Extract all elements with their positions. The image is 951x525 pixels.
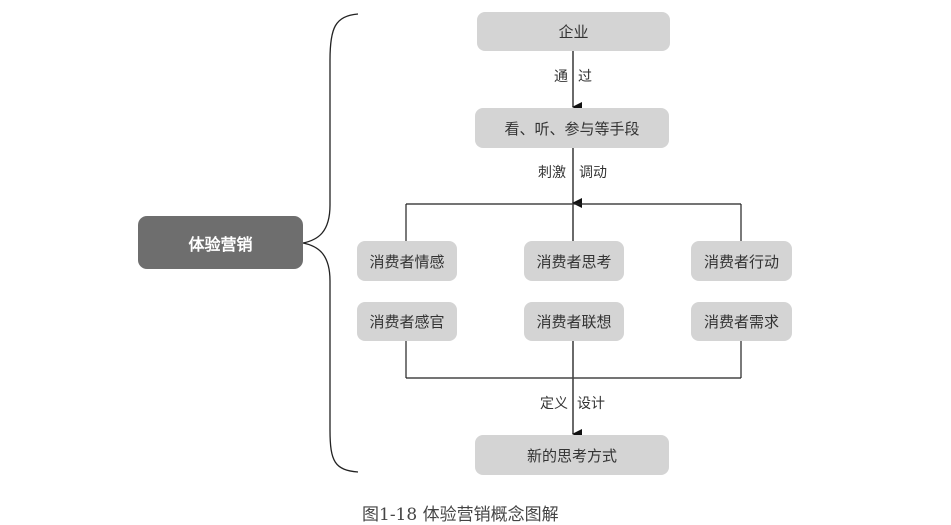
node-consumer-action: 消费者行动 [691, 241, 792, 281]
edge-label-design: 设计 [577, 396, 605, 412]
node-new-way-of-thinking: 新的思考方式 [475, 435, 669, 475]
edge-label-define: 定义 [540, 396, 568, 412]
node-consumer-association: 消费者联想 [524, 302, 624, 341]
edge-label-mobilize: 调动 [579, 165, 607, 181]
edge-label-through-right: 过 [578, 69, 592, 85]
node-enterprise: 企业 [477, 12, 670, 51]
node-means: 看、听、参与等手段 [475, 108, 669, 148]
node-consumer-needs: 消费者需求 [691, 302, 792, 341]
curly-brace [302, 13, 359, 473]
node-consumer-thinking: 消费者思考 [524, 241, 624, 281]
figure-caption: 图1-18 体验营销概念图解 [362, 505, 559, 525]
node-consumer-emotion: 消费者情感 [357, 241, 457, 281]
edge-label-through-left: 通 [554, 69, 568, 85]
edge-label-stimulate: 刺激 [538, 165, 566, 181]
root-node-experience-marketing: 体验营销 [138, 216, 303, 269]
node-consumer-senses: 消费者感官 [357, 302, 457, 341]
